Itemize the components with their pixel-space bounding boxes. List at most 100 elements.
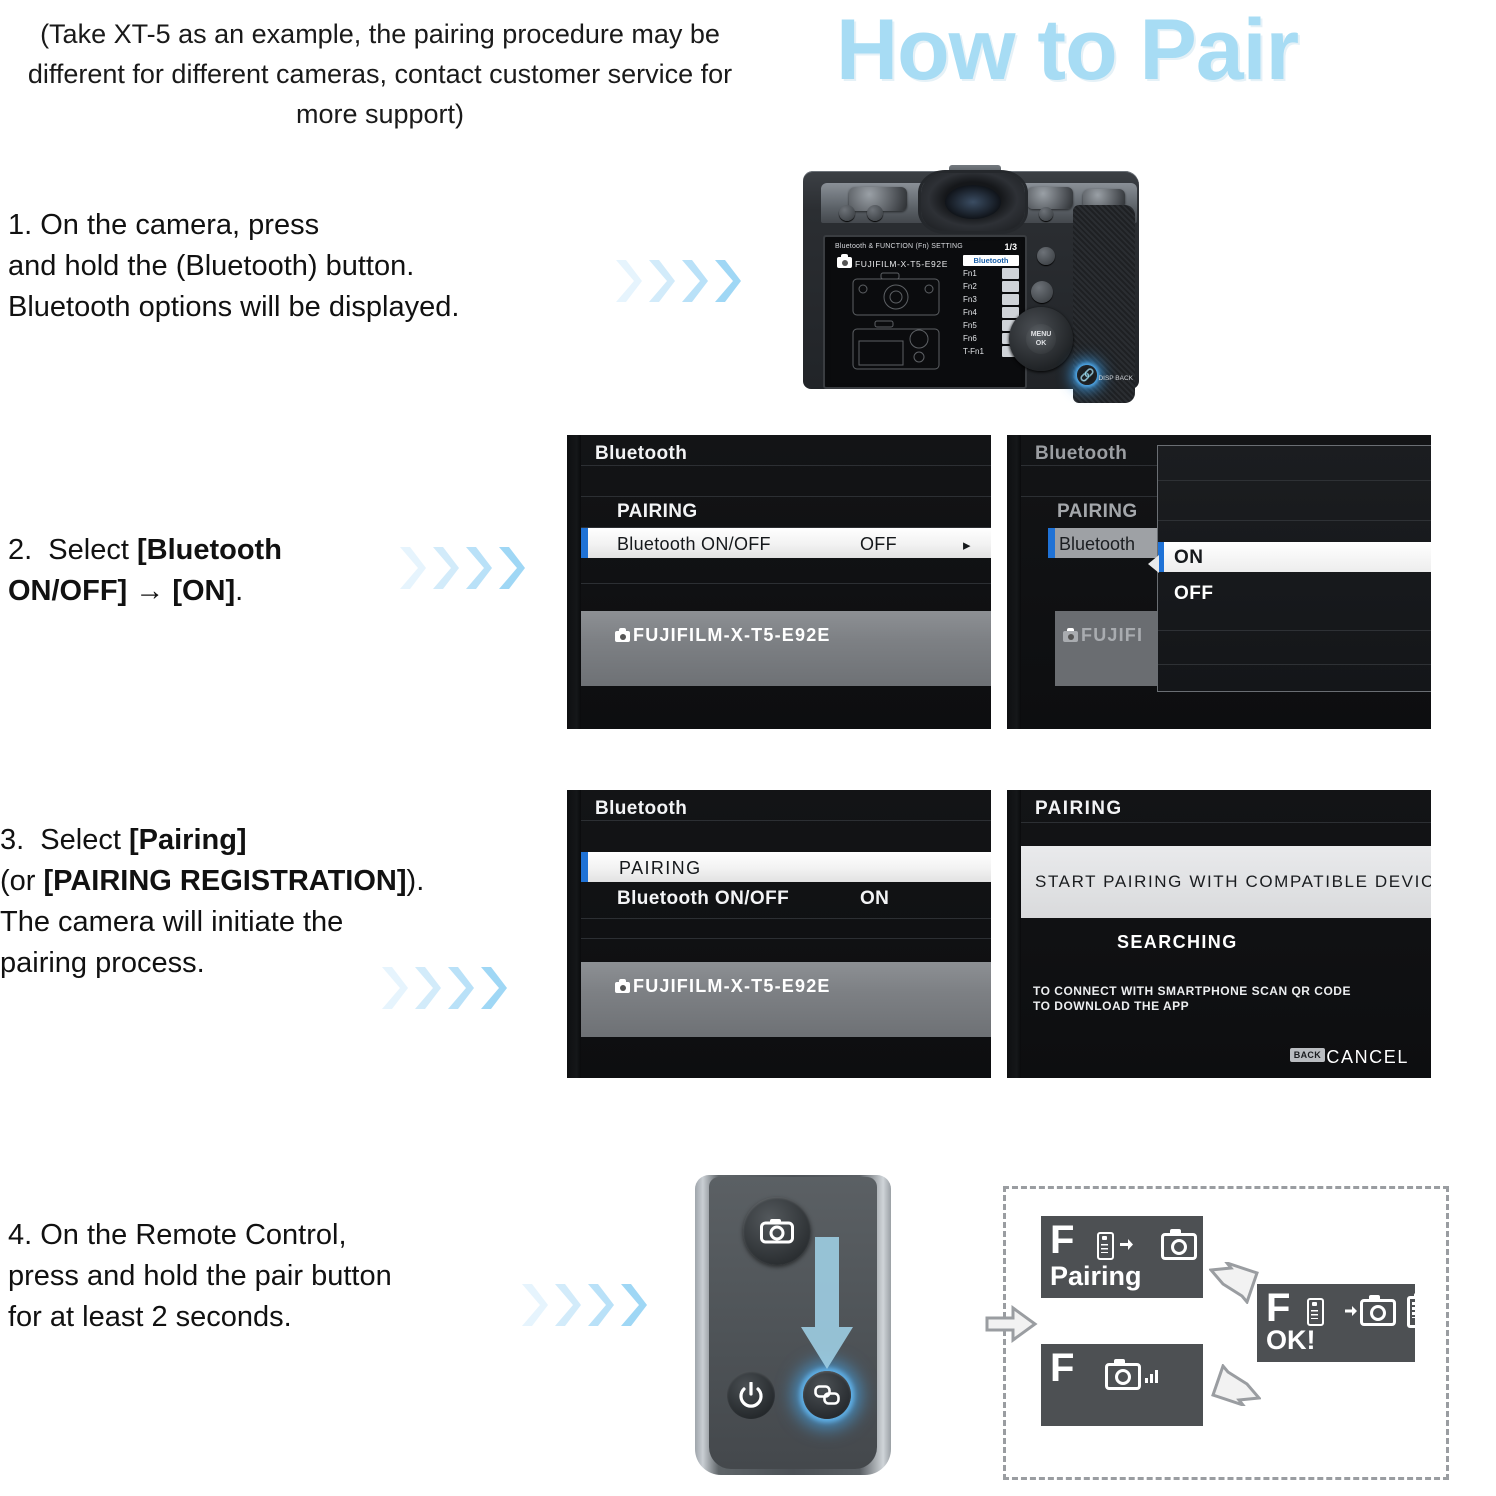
- step-4-line-3: for at least 2 seconds.: [8, 1301, 292, 1333]
- menu-row-highlight[interactable]: [581, 852, 991, 882]
- camera-photo: Bluetooth & FUNCTION (Fn) SETTING 1/3 FU…: [795, 143, 1147, 405]
- fn-icon: [1002, 320, 1019, 331]
- chevron-arrows-step-1: [614, 258, 743, 304]
- submenu-option-off-label[interactable]: OFF: [1174, 583, 1214, 604]
- fn-icon: [1002, 294, 1019, 305]
- fn-label: Fn5: [963, 321, 977, 330]
- lcd-f-char: F: [1050, 1218, 1075, 1262]
- arrow-down-right-icon: [1209, 1262, 1259, 1304]
- menu-row-bluetooth-label[interactable]: Bluetooth ON/OFF: [617, 888, 790, 909]
- power-button[interactable]: [727, 1371, 775, 1419]
- lcd-bezel: [567, 790, 581, 1078]
- intro-note: (Take XT-5 as an example, the pairing pr…: [27, 19, 733, 129]
- menu-row-bluetooth-label: Bluetooth ON/OFF: [617, 534, 771, 554]
- device-name-row: FUJIFILM-X-T5-E92E: [615, 976, 831, 997]
- menu-row-pairing[interactable]: PAIRING: [1057, 501, 1138, 522]
- back-key-badge[interactable]: BACK: [1289, 1048, 1325, 1062]
- pairing-note-line-2: TO DOWNLOAD THE APP: [1033, 999, 1190, 1013]
- camera-icon: [615, 979, 630, 993]
- camera-icon: [837, 254, 852, 268]
- camera-button: [867, 205, 883, 221]
- lcd-f-char: F: [1266, 1286, 1291, 1330]
- device-name-text: FUJIFILM-X-T5-E92E: [633, 976, 831, 996]
- mode-dial: [1027, 187, 1073, 209]
- device-band: [581, 962, 991, 1037]
- rear-command-dial: [1031, 281, 1053, 303]
- camera-menu-screenshot-2a: Bluetooth PAIRING Bluetooth ON/OFF OFF ▸…: [567, 435, 991, 729]
- menu-row-dim-highlight: [1055, 528, 1160, 558]
- selection-marker: [581, 852, 588, 882]
- chevron-icon: [586, 1282, 616, 1328]
- fn-label: Fn1: [963, 269, 977, 278]
- remote-control-photo: [695, 1175, 895, 1485]
- lcd-fn-row: Fn1: [963, 267, 1019, 280]
- exposure-dial: [1083, 189, 1125, 209]
- chevron-icon: [647, 258, 677, 304]
- fn-label: Fn2: [963, 282, 977, 291]
- camera-icon: [743, 1197, 811, 1265]
- step-1-line-1: 1. On the camera, press: [8, 209, 320, 241]
- menu-divider: [581, 527, 991, 528]
- pairing-prompt-text: START PAIRING WITH COMPATIBLE DEVICE: [1035, 872, 1431, 891]
- lcd-panel-searching: F: [1041, 1344, 1232, 1426]
- lcd-device-name: FUJIFILM-X-T5-E92E: [837, 254, 948, 269]
- menu-row-pairing: PAIRING: [619, 858, 702, 878]
- arrow-up-left-icon: [1211, 1364, 1261, 1406]
- cancel-label[interactable]: CANCEL: [1326, 1047, 1409, 1067]
- lcd-device-name-text: FUJIFILM-X-T5-E92E: [855, 259, 948, 269]
- device-name-row: FUJIFILM-X-T5-E92E: [615, 625, 831, 646]
- pair-button[interactable]: [803, 1371, 851, 1419]
- lcd-fn-row: T-Fn1: [963, 345, 1019, 358]
- pairing-note-line-1: TO CONNECT WITH SMARTPHONE SCAN QR CODE: [1033, 984, 1351, 998]
- viewfinder-glass: [945, 185, 1001, 219]
- arrow-right-icon: [1345, 1303, 1357, 1321]
- bluetooth-submenu: ON OFF: [1157, 445, 1431, 692]
- submenu-option-on-label: ON: [1174, 547, 1204, 568]
- camera-icon: [615, 628, 630, 642]
- pairing-prompt-band: [1021, 846, 1431, 918]
- fn-label: T-Fn1: [963, 347, 984, 356]
- menu-divider: [581, 820, 991, 821]
- dashed-group-box: [1003, 1186, 1449, 1480]
- fn-icon: [1002, 268, 1019, 279]
- chevron-arrows-step-4: [520, 1282, 649, 1328]
- fn-label: Fn3: [963, 295, 977, 304]
- chevron-icon: [497, 545, 527, 591]
- camera-button: [1039, 207, 1053, 221]
- chevron-icon: [380, 965, 410, 1011]
- device-name-text: FUJIFILM-X-T5-E92E: [633, 625, 831, 645]
- chevron-icon: [553, 1282, 583, 1328]
- submenu-option-on[interactable]: [1158, 542, 1431, 572]
- chevron-arrows-step-3: [380, 965, 509, 1011]
- menu-row-highlight[interactable]: [581, 528, 991, 558]
- submenu-selection-marker: [1158, 542, 1164, 572]
- camera-lcd-screen: Bluetooth & FUNCTION (Fn) SETTING 1/3 FU…: [823, 235, 1027, 389]
- chevron-icon: [614, 258, 644, 304]
- menu-divider: [581, 583, 991, 584]
- remote-icon: [1307, 1298, 1324, 1326]
- chevron-icon: [520, 1282, 550, 1328]
- menu-title: Bluetooth: [595, 443, 688, 464]
- device-name-text: FUJIFI: [1081, 625, 1144, 645]
- fn-label: Fn4: [963, 308, 977, 317]
- battery-icon: [1407, 1293, 1429, 1328]
- shutter-button[interactable]: [743, 1197, 811, 1265]
- chevron-icon: [398, 545, 428, 591]
- lcd-bluetooth-chip: Bluetooth: [963, 255, 1019, 266]
- power-icon: [727, 1371, 775, 1419]
- menu-row-pairing[interactable]: PAIRING: [617, 501, 698, 522]
- selection-marker: [1048, 528, 1055, 558]
- fn-label: Fn6: [963, 334, 977, 343]
- viewfinder: [921, 173, 1025, 231]
- chevron-right-icon: ▸: [963, 537, 971, 554]
- device-band: [581, 611, 991, 686]
- page-title: How to Pair: [836, 2, 1299, 98]
- camera-icon: [1360, 1294, 1396, 1326]
- selection-marker: [581, 528, 588, 558]
- camera-button: [839, 205, 855, 221]
- fn-icon: [1002, 281, 1019, 292]
- lcd-panel-ok: F OK!: [1257, 1284, 1429, 1362]
